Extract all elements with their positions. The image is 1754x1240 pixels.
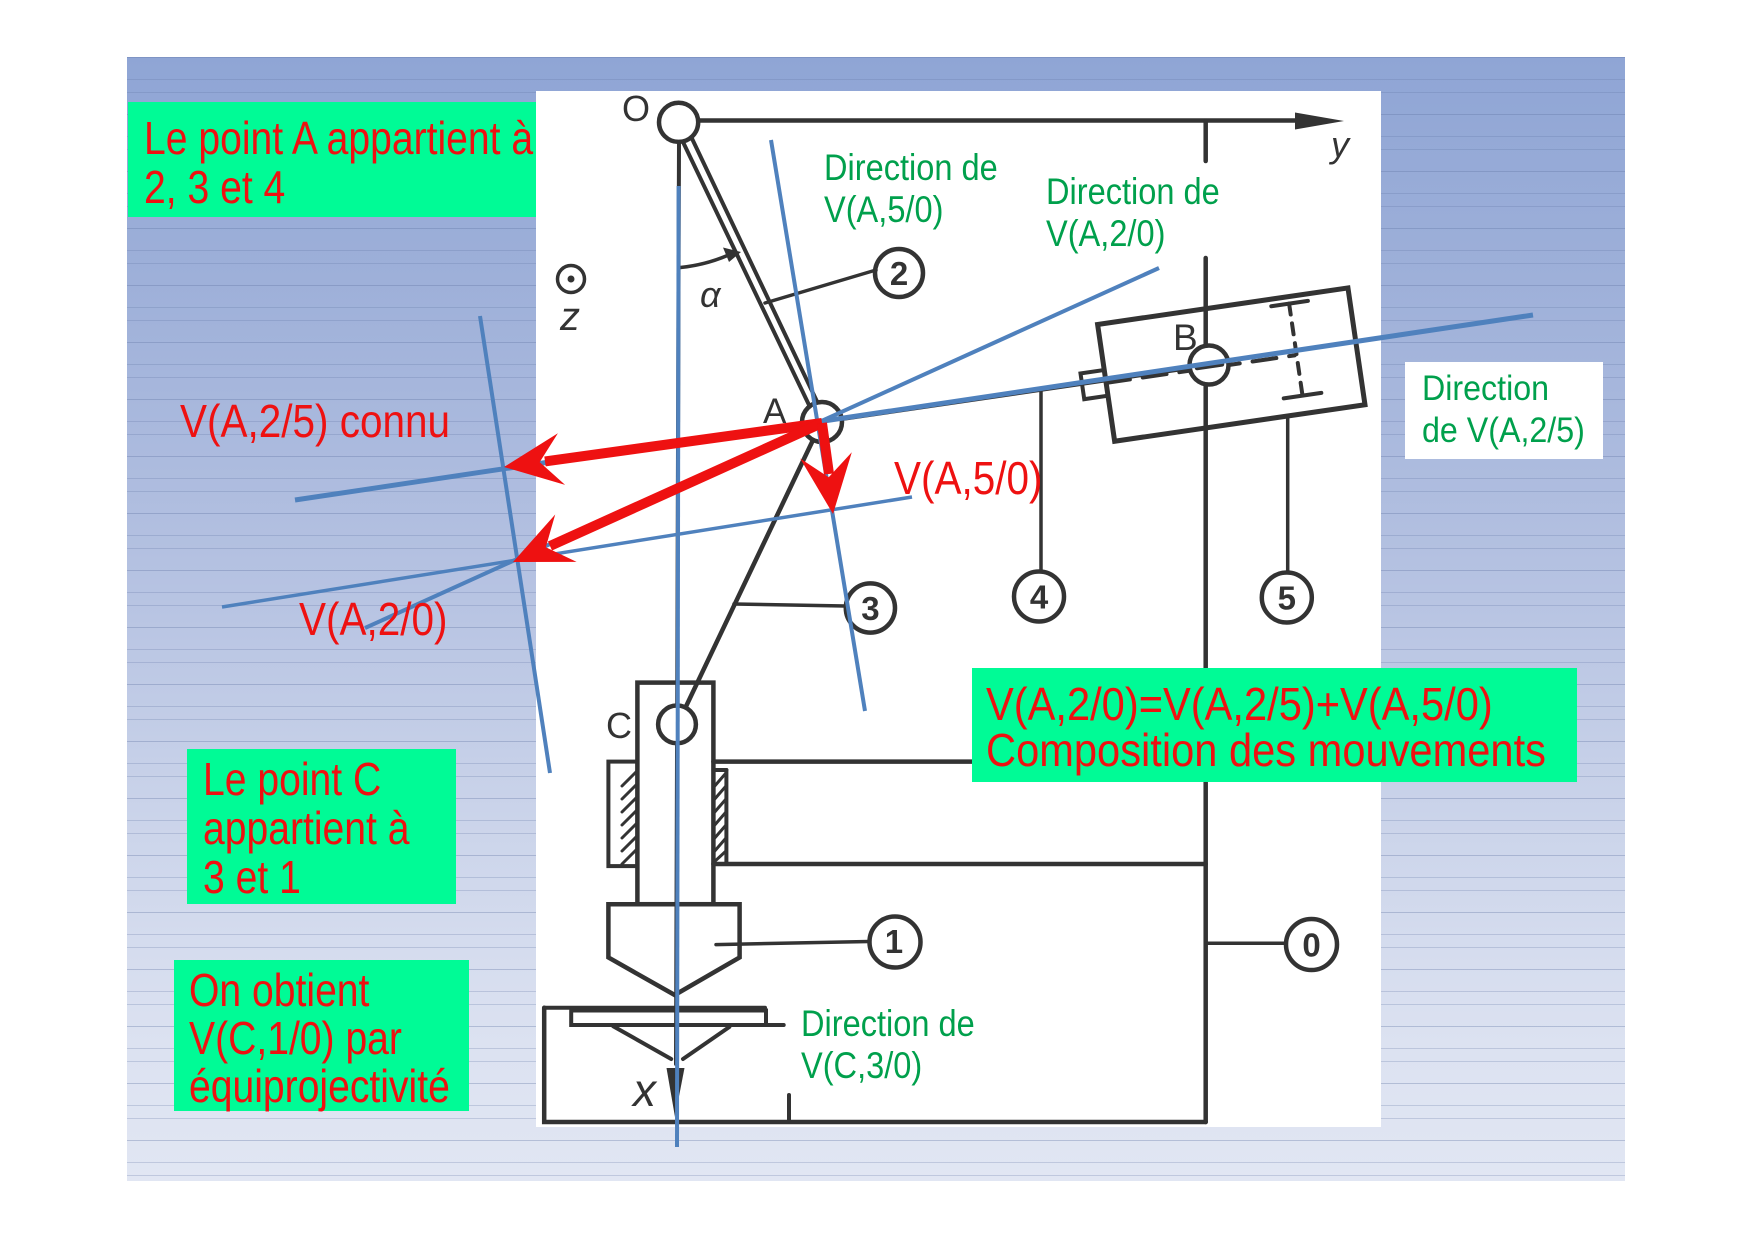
- svg-text:α: α: [700, 274, 722, 315]
- svg-text:C: C: [606, 705, 632, 746]
- svg-text:x: x: [631, 1064, 658, 1116]
- svg-text:1: 1: [885, 923, 903, 960]
- svg-text:y: y: [1328, 124, 1351, 165]
- svg-text:z: z: [559, 295, 580, 339]
- svg-text:4: 4: [1030, 579, 1049, 616]
- svg-text:5: 5: [1278, 580, 1296, 617]
- svg-text:O: O: [622, 88, 650, 129]
- svg-text:0: 0: [1302, 927, 1320, 964]
- svg-text:B: B: [1173, 317, 1198, 358]
- svg-text:2: 2: [890, 255, 908, 292]
- svg-text:3: 3: [861, 590, 879, 627]
